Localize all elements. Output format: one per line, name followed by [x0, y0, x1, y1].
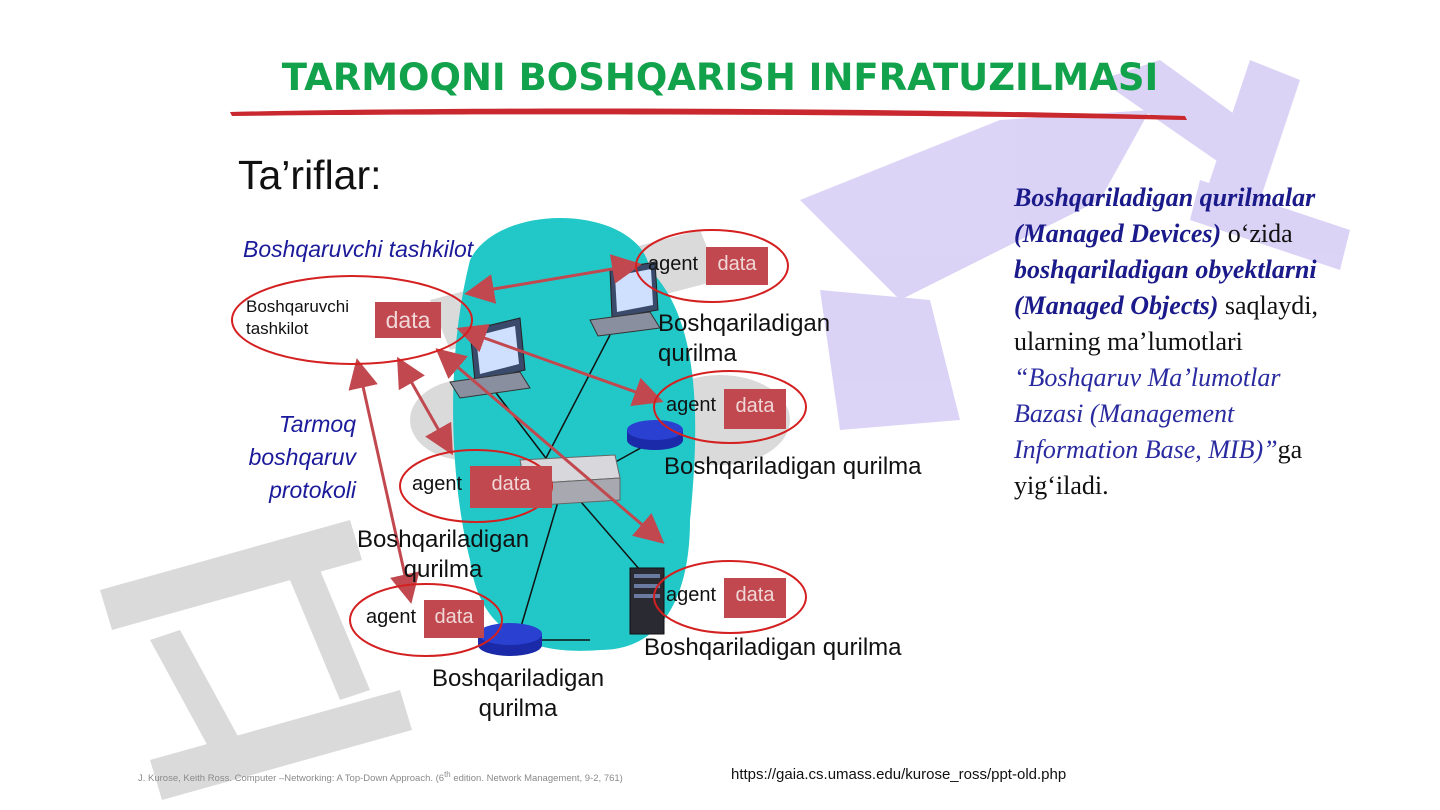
router-icon-bottom — [478, 623, 542, 656]
device-switch-line1: Boshqariladigan — [356, 526, 530, 553]
managing-entity-label: Boshqaruvchi tashkilot — [246, 296, 349, 340]
citation: J. Kurose, Keith Ross. Computer –Network… — [138, 770, 623, 784]
definition-text-2: o‘zida — [1221, 219, 1293, 248]
watermark-purple-digits — [800, 60, 1350, 430]
agent-data-router: data — [724, 389, 786, 429]
protocol-line2: boshqaruv — [248, 444, 356, 470]
definition-text-4: saqlaydi, ularning ma’lumotlari — [1014, 291, 1319, 356]
managing-entity-line2: tashkilot — [246, 319, 309, 338]
management-arrows — [348, 254, 665, 604]
agent-label-router: agent — [666, 394, 717, 416]
protocol-label: Tarmoq boshqaruv protokoli — [222, 408, 356, 507]
router-icon-middle — [627, 420, 683, 450]
node-ellipses — [231, 229, 807, 657]
protocol-line3: protokoli — [269, 477, 356, 503]
definition-mib: “Boshqaruv Ma’lumotlar Bazasi (Managemen… — [1014, 363, 1281, 464]
agent-data-switch: data — [470, 466, 552, 508]
definition-managed-devices: Boshqariladigan qurilmalar (Managed Devi… — [1014, 183, 1316, 248]
subtitle: Ta’riflar: — [238, 152, 382, 198]
agent-label-server: agent — [666, 584, 717, 606]
device-switch-line2: qurilma — [403, 556, 483, 583]
definition-text-6: ga yig‘iladi. — [1014, 435, 1303, 500]
device-label-top: Boshqariladigan qurilma — [658, 309, 830, 369]
slide-title: TARMOQNI BOSHQARISH INFRATUZILMASI — [281, 56, 1159, 99]
title-underline — [230, 108, 1187, 120]
agent-data-server: data — [724, 578, 786, 618]
managing-entity-line1: Boshqaruvchi — [246, 297, 350, 316]
protocol-line1: Tarmoq — [278, 411, 356, 437]
device-top-line2: qurilma — [658, 340, 737, 367]
agent-label-top: agent — [648, 253, 699, 275]
agent-data-top: data — [706, 247, 768, 285]
agent-label-bottom: agent — [366, 606, 417, 628]
device-label-router: Boshqariladigan qurilma — [664, 453, 922, 480]
device-label-server: Boshqariladigan qurilma — [644, 634, 902, 661]
citation-sup: th — [444, 770, 451, 779]
source-url[interactable]: https://gaia.cs.umass.edu/kurose_ross/pp… — [731, 766, 1067, 783]
citation-post: edition. Network Management, 9-2, 761) — [450, 773, 623, 785]
device-bottom-line2: qurilma — [478, 695, 558, 722]
agent-label-switch: agent — [412, 473, 463, 495]
device-top-line1: Boshqariladigan — [658, 310, 831, 337]
device-bottom-line1: Boshqariladigan — [431, 665, 605, 692]
managing-data-box: data — [375, 302, 441, 338]
device-label-bottom: Boshqariladigan qurilma — [420, 664, 616, 724]
managing-entity-caption: Boshqaruvchi tashkilot — [243, 236, 474, 262]
server-icon — [629, 567, 665, 635]
definition-text: Boshqariladigan qurilmalar (Managed Devi… — [1014, 180, 1354, 504]
agent-data-bottom: data — [424, 600, 484, 638]
device-label-switch: Boshqariladigan qurilma — [346, 525, 540, 585]
definition-managed-objects: boshqariladigan obyektlarni (Managed Obj… — [1014, 255, 1317, 320]
citation-pre: J. Kurose, Keith Ross. Computer –Network… — [138, 773, 445, 785]
